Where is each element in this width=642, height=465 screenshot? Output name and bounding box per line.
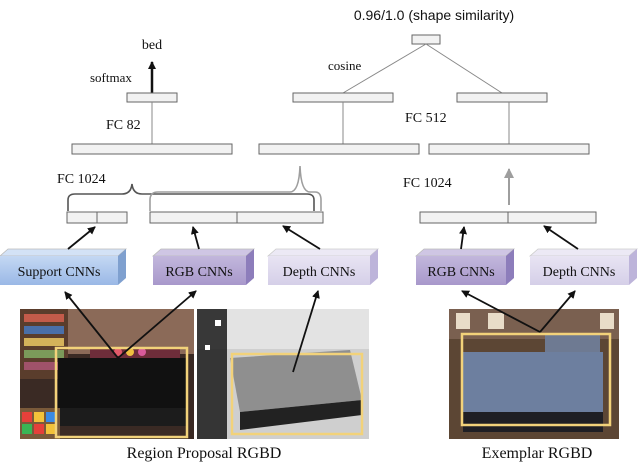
depth-cnns-box-left: Depth CNNs — [266, 248, 380, 285]
exemplar-rgb-image — [449, 309, 619, 439]
region-proposal-rgb-image — [20, 309, 194, 439]
rgb-cnns-box-left: RGB CNNs — [151, 248, 256, 285]
depth-feature-layer-right — [507, 211, 597, 224]
support-feature-layer-b — [96, 211, 128, 224]
softmax-label: softmax — [90, 70, 132, 85]
arrow-image-to-support — [64, 291, 119, 359]
arrow-support-to-feature — [67, 226, 96, 250]
rgb-cnns-left-label: RGB CNNs — [165, 265, 232, 280]
depth-cnns-left-label: Depth CNNs — [283, 265, 356, 280]
depth-cnns-box-right: Depth CNNs — [528, 248, 639, 285]
shape-similarity-label: 0.96/1.0 (shape similarity) — [354, 7, 514, 23]
rgb-cnns-box-right: RGB CNNs — [414, 248, 516, 285]
fc512-right-layer — [456, 92, 548, 103]
arrow-image-to-rgb-left — [117, 290, 197, 359]
bed-label: bed — [142, 38, 162, 53]
fc512-label: FC 512 — [405, 111, 447, 126]
arrow-rgb-left-to-feature — [190, 226, 200, 250]
bracket-dark — [67, 183, 315, 211]
arrow-depth-left-to-feature — [282, 225, 321, 250]
fc1024-left-layer — [71, 143, 233, 155]
depth-feature-layer-left — [236, 211, 324, 224]
arrow-rgb-right-to-feature — [459, 226, 468, 250]
rgb-cnns-right-label: RGB CNNs — [427, 265, 494, 280]
bracket-light — [149, 165, 322, 211]
fc1024-left-label: FC 1024 — [57, 172, 106, 187]
cosine-label: cosine — [328, 58, 361, 73]
fc1024-right-layer — [428, 143, 590, 155]
fc1024-center-layer — [258, 143, 420, 155]
fc1024-right-label: FC 1024 — [403, 176, 452, 191]
arrow-exemplar-to-depth-right — [539, 290, 576, 333]
support-feature-layer-a — [66, 211, 98, 224]
support-cnns-box: Support CNNs — [0, 248, 128, 285]
rgb-feature-layer-left — [149, 211, 238, 224]
region-proposal-caption: Region Proposal RGBD — [127, 445, 282, 462]
top-fc-node — [411, 34, 441, 45]
connector-top-right — [425, 43, 503, 94]
depth-cnns-right-label: Depth CNNs — [543, 265, 616, 280]
fc82-label: FC 82 — [106, 118, 141, 133]
arrow-exemplar-to-rgb-right — [461, 290, 541, 333]
connector-top-left — [342, 43, 427, 94]
fc512-left-layer — [292, 92, 394, 103]
exemplar-caption: Exemplar RGBD — [482, 445, 593, 462]
rgb-feature-layer-right — [419, 211, 509, 224]
arrow-depth-right-to-feature — [543, 225, 579, 250]
arrow-depth-to-depth-left — [292, 290, 320, 373]
fc82-layer — [126, 92, 178, 103]
support-cnns-label: Support CNNs — [18, 265, 101, 280]
region-proposal-depth-image — [197, 309, 369, 439]
